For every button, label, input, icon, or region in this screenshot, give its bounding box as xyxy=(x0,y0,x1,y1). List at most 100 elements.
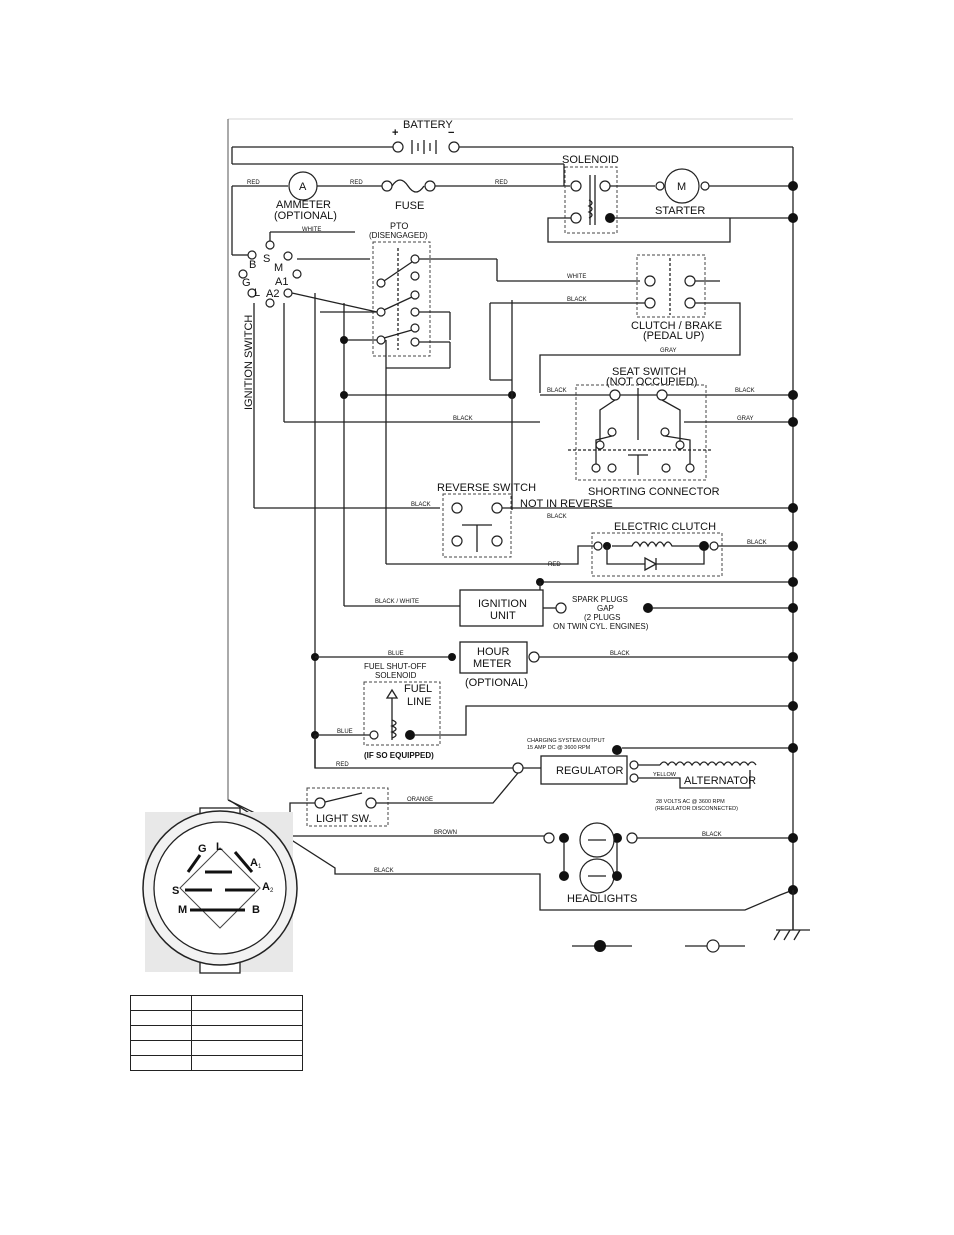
spark-plugs-note: ON TWIN CYL. ENGINES) xyxy=(553,622,649,631)
face-terminal-g: G xyxy=(198,843,207,855)
hour-meter: BLUE HOUR METER (OPTIONAL) BLACK xyxy=(311,641,793,689)
legend-row xyxy=(130,1055,303,1071)
battery-plus-icon: + xyxy=(392,127,398,139)
terminal-s: S xyxy=(263,253,270,265)
battery-label: BATTERY xyxy=(403,119,453,131)
electric-clutch-label: ELECTRIC CLUTCH xyxy=(614,521,716,533)
face-terminal-a2: A xyxy=(262,881,270,893)
fuse-label: FUSE xyxy=(395,200,424,212)
wire-label-black: BLACK xyxy=(567,297,587,303)
wire-label-black: BLACK xyxy=(547,388,567,394)
fuel-solenoid-label-2: SOLENOID xyxy=(375,671,417,680)
fuel-solenoid-label: FUEL SHUT-OFF xyxy=(364,662,426,671)
ignition-unit: IGNITION UNIT BLACK / WHITE SPARK PLUGS … xyxy=(344,578,793,631)
alternator-label: ALTERNATOR xyxy=(684,775,756,787)
face-terminal-s: S xyxy=(172,885,179,897)
legend-table xyxy=(130,995,303,1071)
fuel-line-label: FUEL xyxy=(404,683,432,695)
pto-switch: PTO (DISENGAGED) WHITE xyxy=(297,221,640,357)
main-red-circuit: RED A AMMETER (OPTIONAL) RED FUSE RED xyxy=(232,171,570,222)
wire-label-black: BLACK xyxy=(411,502,431,508)
terminal-a2: A2 xyxy=(266,288,279,300)
ignition-switch-label: IGNITION SWITCH xyxy=(243,315,255,410)
starter-label: STARTER xyxy=(655,205,705,217)
shorting-connector-label: SHORTING CONNECTOR xyxy=(588,486,720,498)
spark-plugs-gap: GAP xyxy=(597,604,614,613)
pto-sublabel: (DISENGAGED) xyxy=(369,231,428,240)
face-terminal-l: L xyxy=(216,841,223,853)
wire-label-black-white: BLACK / WHITE xyxy=(375,599,419,605)
wire-label-red: RED xyxy=(548,562,561,568)
clutch-brake-switch: CLUTCH / BRAKE (PEDAL UP) BLACK GRAY xyxy=(490,254,741,393)
legend-row xyxy=(130,1040,303,1056)
headlights: BROWN BLACK HEADLIGHTS BLACK xyxy=(228,799,794,911)
hour-meter-sublabel: (OPTIONAL) xyxy=(465,677,528,689)
connection-legend xyxy=(572,939,745,953)
ground-icon xyxy=(773,890,810,941)
wire-label-black: BLACK xyxy=(702,832,722,838)
wire-label-gray: GRAY xyxy=(660,348,677,354)
hour-meter-label: HOUR xyxy=(477,646,509,658)
starter: M STARTER xyxy=(655,168,793,217)
wire-label-red: RED xyxy=(247,180,260,186)
wire-label-red: RED xyxy=(336,762,349,768)
wire-label-blue: BLUE xyxy=(388,651,404,657)
wire-label-black: BLACK xyxy=(610,651,630,657)
spark-plugs-count: (2 PLUGS xyxy=(584,613,620,622)
face-terminal-a1: A xyxy=(250,857,258,869)
terminal-l: L xyxy=(254,287,260,299)
wire-label-white: WHITE xyxy=(567,274,586,280)
wire-label-red: RED xyxy=(495,180,508,186)
not-in-reverse-label: NOT IN REVERSE xyxy=(520,498,613,510)
wire-label-red: RED xyxy=(350,180,363,186)
electric-clutch: ELECTRIC CLUTCH BLACK RED xyxy=(386,521,793,577)
spark-plugs-label: SPARK PLUGS xyxy=(572,595,628,604)
wire-label-brown: BROWN xyxy=(434,830,457,836)
light-switch: LIGHT SW. ORANGE xyxy=(227,772,519,832)
charging-output-value: 15 AMP DC @ 3600 RPM xyxy=(527,745,591,751)
wire-label-white: WHITE xyxy=(302,227,321,233)
diagram-frame xyxy=(227,118,794,930)
ignition-switch-face: G L A 1 S A 2 M B xyxy=(142,807,298,974)
pto-label: PTO xyxy=(390,221,408,231)
ignition-unit-label: IGNITION xyxy=(478,598,527,610)
clutch-brake-sublabel: (PEDAL UP) xyxy=(643,330,704,342)
ammeter-label: AMMETER xyxy=(276,199,331,211)
legend-row xyxy=(130,995,303,1011)
reverse-switch-label: REVERSE SWITCH xyxy=(437,482,536,494)
ammeter-symbol-text: A xyxy=(299,181,307,193)
hour-meter-label-2: METER xyxy=(473,658,512,670)
face-terminal-m: M xyxy=(178,904,187,916)
wire-label-yellow: YELLOW xyxy=(653,772,677,778)
fuel-shutoff-solenoid: FUEL SHUT-OFF SOLENOID FUEL LINE BLUE (I… xyxy=(311,662,793,760)
ammeter-sublabel: (OPTIONAL) xyxy=(274,210,337,222)
wire-label-black: BLACK xyxy=(374,868,394,874)
interior-wiring: BLACK BLACK xyxy=(253,292,540,768)
reverse-switch: REVERSE SWITCH NOT IN REVERSE BLACK xyxy=(437,482,793,558)
right-bus-junctions xyxy=(788,181,798,895)
wire-label-gray: GRAY xyxy=(737,416,754,422)
starter-motor-text: M xyxy=(677,181,686,193)
fuel-solenoid-sublabel: (IF SO EQUIPPED) xyxy=(364,751,434,760)
headlights-label: HEADLIGHTS xyxy=(567,893,637,905)
solenoid-label: SOLENOID xyxy=(562,154,619,166)
battery-minus-icon: − xyxy=(448,127,454,139)
battery: BATTERY + − xyxy=(392,119,460,154)
legend-row xyxy=(130,1025,303,1041)
wire-label-blue: BLUE xyxy=(337,729,353,735)
wire-label-black: BLACK xyxy=(453,416,473,422)
seat-switch: SEAT SWITCH (NOT OCCUPIED) BLACK BLACK G… xyxy=(540,366,793,498)
alternator-voltage: 28 VOLTS AC @ 3600 RPM xyxy=(656,799,725,805)
solenoid: SOLENOID xyxy=(547,154,793,243)
ignition-unit-label-2: UNIT xyxy=(490,610,516,622)
wire-label-black: BLACK xyxy=(747,540,767,546)
terminal-b: B xyxy=(249,259,256,271)
clutch-brake-label: CLUTCH / BRAKE xyxy=(631,320,722,332)
wire-label-orange: ORANGE xyxy=(407,797,433,803)
terminal-a1: A1 xyxy=(275,276,288,288)
alternator-note: (REGULATOR DISCONNECTED) xyxy=(655,806,738,812)
seat-switch-label: SEAT SWITCH xyxy=(612,366,686,378)
ignition-switch: IGNITION SWITCH B S M G L A1 A2 WHITE xyxy=(231,186,355,410)
legend-row xyxy=(130,1010,303,1026)
